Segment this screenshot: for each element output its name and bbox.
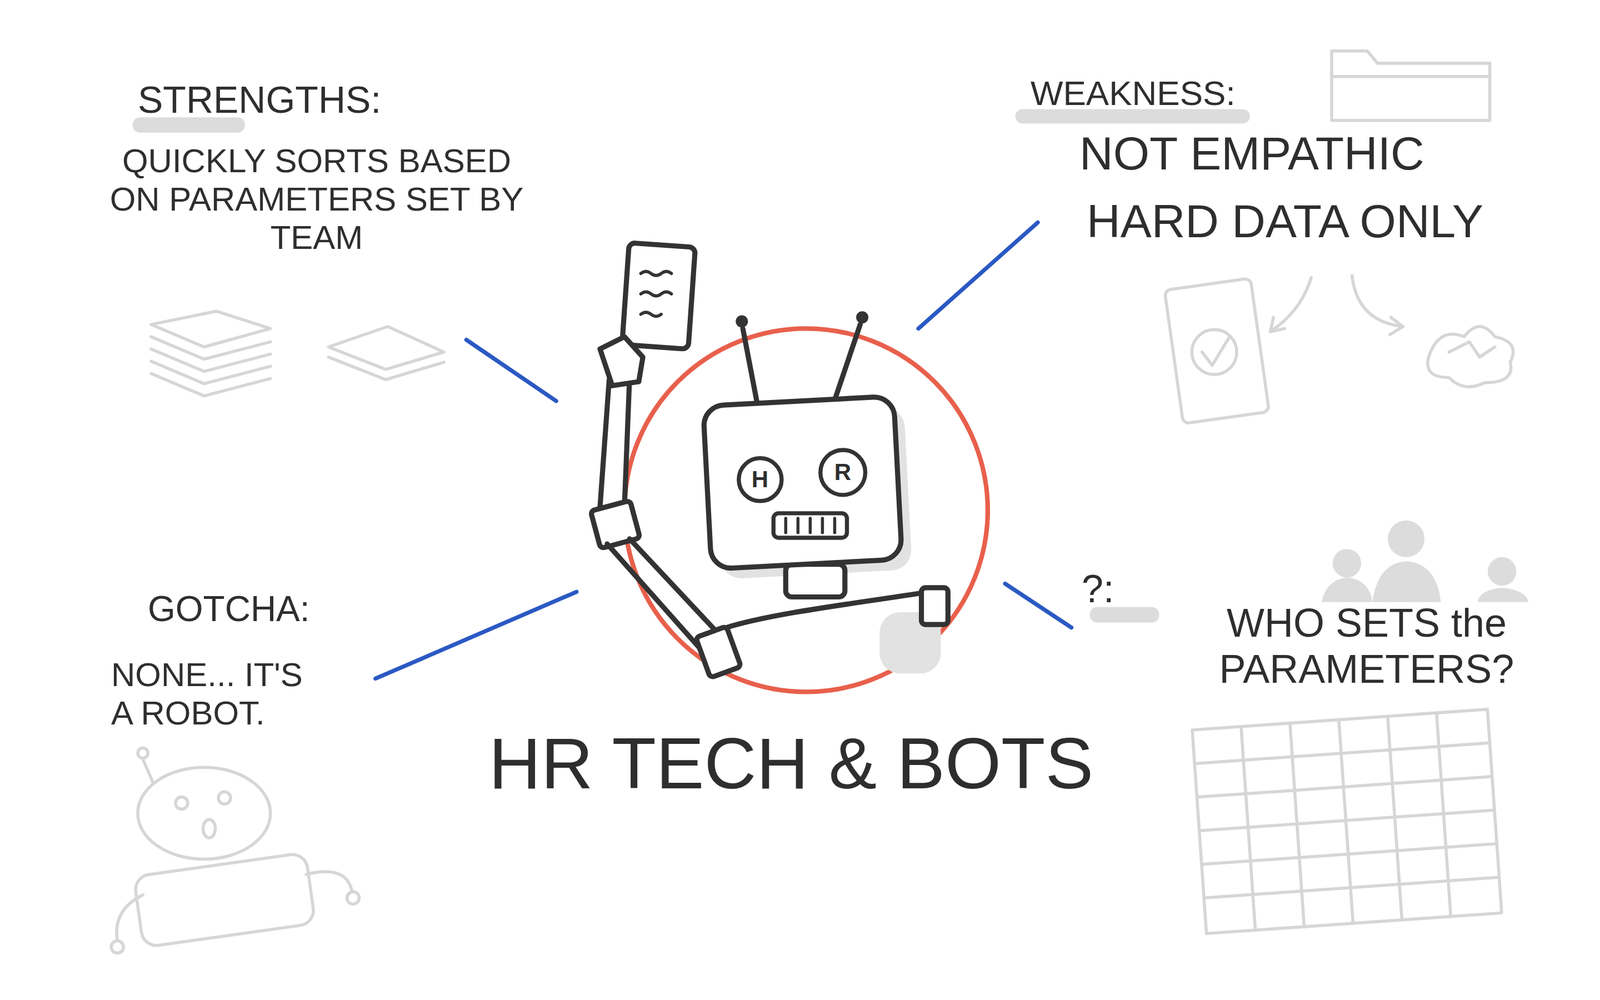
paper-stack-doodle bbox=[151, 311, 444, 396]
diagram-title: HR TECH & BOTS bbox=[488, 722, 1094, 806]
crumpled-paper-doodle bbox=[1427, 326, 1514, 387]
section-body-holder: HARD DATA ONLY bbox=[1086, 194, 1484, 249]
leader-line bbox=[375, 222, 1072, 679]
section-body-holder: WHO SETS the PARAMETERS? bbox=[1183, 600, 1550, 693]
section-heading-holder: GOTCHA: bbox=[147, 588, 310, 630]
section-body: NONE... IT'S A ROBOT. bbox=[111, 655, 320, 733]
section-heading: GOTCHA: bbox=[147, 588, 310, 630]
section-heading-holder: STRENGTHS: bbox=[137, 77, 382, 122]
section-body: NOT EMPATHIC bbox=[1079, 126, 1425, 181]
eye-letter-holder: R bbox=[834, 460, 852, 484]
section-body: WHO SETS the PARAMETERS? bbox=[1183, 600, 1550, 693]
eye-letter: R bbox=[834, 460, 852, 484]
folder-doodle bbox=[1331, 51, 1490, 121]
eye-letter-holder: H bbox=[751, 467, 769, 492]
phone-check-doodle bbox=[1164, 275, 1403, 424]
eye-letter: H bbox=[751, 467, 769, 492]
section-heading: WEAKNESS: bbox=[1030, 73, 1236, 113]
section-heading-holder: ?: bbox=[1081, 566, 1114, 612]
section-heading: ?: bbox=[1081, 566, 1114, 612]
section-body: HARD DATA ONLY bbox=[1086, 194, 1484, 249]
section-body: QUICKLY SORTS BASED ON PARAMETERS SET BY… bbox=[94, 141, 539, 257]
section-heading-holder: WEAKNESS: bbox=[1030, 73, 1236, 113]
section-heading: STRENGTHS: bbox=[137, 77, 382, 122]
diagram-title-holder: HR TECH & BOTS bbox=[488, 722, 1094, 806]
small-robot-doodle bbox=[111, 747, 359, 953]
people-doodle bbox=[1321, 520, 1529, 603]
section-body-holder: NOT EMPATHIC bbox=[1079, 126, 1425, 181]
section-body-holder: QUICKLY SORTS BASED ON PARAMETERS SET BY… bbox=[94, 141, 539, 257]
section-body-holder: NONE... IT'S A ROBOT. bbox=[111, 655, 320, 733]
red-circle bbox=[624, 328, 988, 692]
table-grid-doodle bbox=[1192, 709, 1502, 934]
robot-illustration bbox=[590, 242, 948, 678]
